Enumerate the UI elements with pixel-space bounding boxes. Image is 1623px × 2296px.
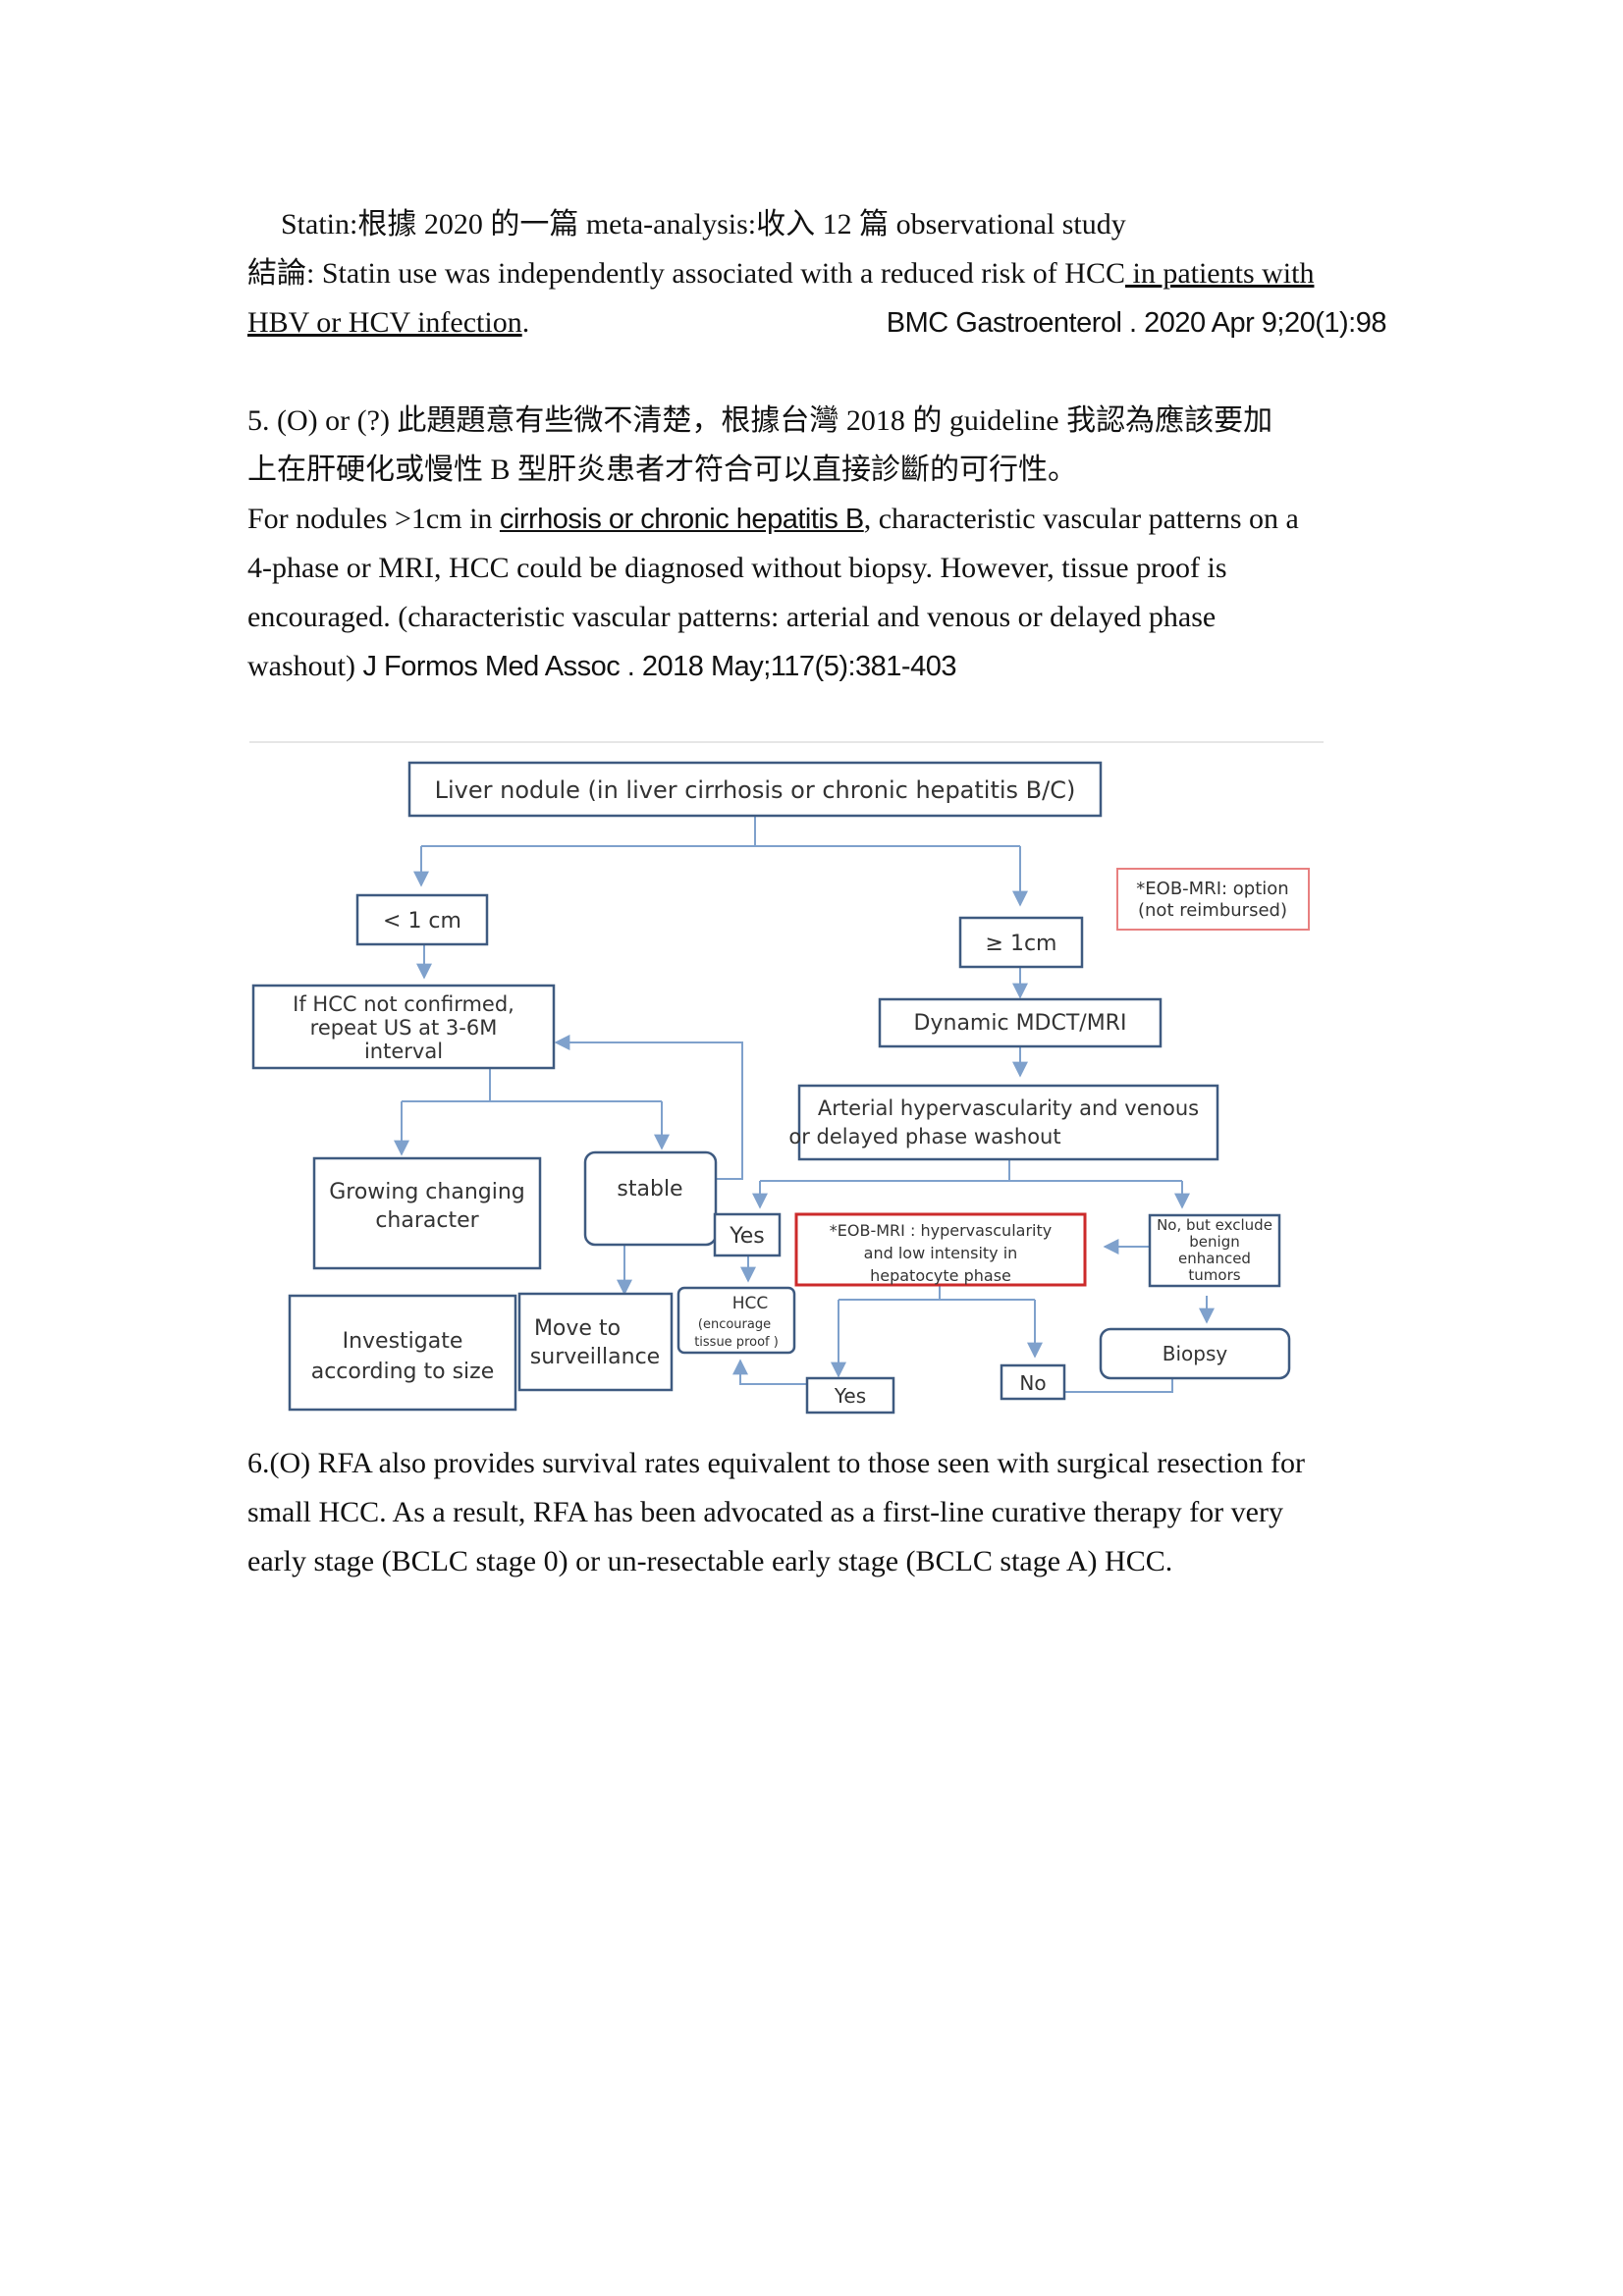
item5-line3: For nodules >1cm in cirrhosis or chronic… [247, 495, 1386, 544]
item6-line1: 6.(O) RFA also provides survival rates e… [247, 1447, 1305, 1479]
label-growing-2: character [375, 1208, 479, 1233]
label-repeat-2: repeat US at 3-6M [310, 1016, 498, 1040]
label-arterial-2: or delayed phase washout [788, 1125, 1060, 1148]
item5-paragraph: 5. (O) or (?) 此題題意有些微不清楚，根據台灣 2018 的 gui… [247, 397, 1386, 691]
box-arterial [797, 1084, 1219, 1161]
arrow-yes-to-hcc-back [732, 1359, 809, 1385]
box-lt1cm [355, 893, 489, 946]
flowchart-svg: Liver nodule (in liver cirrhosis or chro… [249, 741, 1324, 1415]
label-hcc-note-2: tissue proof ) [694, 1335, 779, 1350]
box-eob-red [794, 1212, 1087, 1287]
box-ge1cm [958, 916, 1084, 969]
label-no-exclude-1: No, but exclude [1157, 1216, 1272, 1234]
conclusion-underlined-text: in patients with [1124, 257, 1315, 290]
box-no-bottom [1000, 1363, 1066, 1401]
label-arterial-1: Arterial hypervascularity and venous [818, 1096, 1199, 1120]
flowchart-connectors [394, 816, 1215, 1393]
label-yes-bottom: Yes [834, 1384, 866, 1408]
box-hcc [676, 1286, 796, 1355]
label-move-1: Move to [534, 1316, 621, 1341]
box-top [407, 761, 1103, 818]
statin-conclusion-line: 結論: Statin use was independently associa… [247, 249, 1386, 298]
infection-underlined-text: HBV or HCV infection [247, 306, 522, 339]
statin-intro-line: Statin:根據 2020 的一篇 meta-analysis:收入 12 篇… [281, 208, 1126, 240]
label-hcc-note-1: (encourage [698, 1317, 771, 1332]
bmc-citation: BMC Gastroenterol . 2020 Apr 9;20(1):98 [886, 307, 1387, 339]
statin-paragraph: Statin:根據 2020 的一篇 meta-analysis:收入 12 篇… [247, 200, 1387, 347]
item5-line1: 5. (O) or (?) 此題題意有些微不清楚，根據台灣 2018 的 gui… [247, 404, 1273, 437]
box-growing [312, 1156, 542, 1270]
flowchart-labels: Liver nodule (in liver cirrhosis or chro… [293, 776, 1289, 1408]
box-biopsy [1099, 1327, 1291, 1380]
label-repeat-3: interval [364, 1040, 443, 1063]
label-eob-red-3: hepatocyte phase [870, 1266, 1011, 1285]
cirrhosis-underlined-text: cirrhosis or chronic hepatitis B [499, 504, 864, 535]
flowchart-boxes [251, 761, 1291, 1415]
statin-citation-line: HBV or HCV infection. BMC Gastroenterol .… [247, 298, 1387, 347]
arrow-stable-loop [554, 1035, 743, 1180]
label-stable: stable [617, 1177, 682, 1201]
label-lt1cm: < 1 cm [383, 909, 461, 934]
label-dynamic: Dynamic MDCT/MRI [914, 1011, 1127, 1036]
box-yes-bottom [805, 1376, 895, 1415]
box-yes-top [713, 1212, 782, 1257]
period-text: . [521, 306, 530, 339]
box-investigate [288, 1294, 517, 1412]
label-no-exclude-2: benign [1189, 1233, 1239, 1251]
label-ge1cm: ≥ 1cm [986, 932, 1057, 956]
item6-paragraph: 6.(O) RFA also provides survival rates e… [247, 1439, 1386, 1586]
label-investigate-1: Investigate [343, 1329, 463, 1354]
label-eob-option-2: (not reimbursed) [1138, 900, 1287, 921]
hcc-diagnosis-flowchart: Liver nodule (in liver cirrhosis or chro… [249, 738, 1324, 1425]
washout-text: washout) [247, 650, 363, 682]
item5-line6: washout) J Formos Med Assoc . 2018 May;1… [247, 642, 1386, 691]
vascular-pattern-text: , characteristic vascular patterns on a [863, 503, 1299, 535]
nodules-text: For nodules >1cm in [247, 503, 500, 535]
item6-line2: small HCC. As a result, RFA has been adv… [247, 1496, 1283, 1528]
box-no-exclude [1148, 1213, 1281, 1288]
label-investigate-2: according to size [311, 1360, 495, 1384]
item6-line3: early stage (BCLC stage 0) or un-resecta… [247, 1545, 1173, 1577]
label-yes-top: Yes [729, 1224, 765, 1249]
label-no-bottom: No [1019, 1371, 1046, 1395]
label-eob-option-1: *EOB-MRI: option [1136, 879, 1288, 899]
box-dynamic [878, 997, 1163, 1048]
label-biopsy: Biopsy [1163, 1342, 1228, 1365]
box-stable [583, 1150, 718, 1247]
label-repeat-1: If HCC not confirmed, [293, 992, 514, 1016]
label-no-exclude-3: enhanced [1178, 1250, 1251, 1267]
label-eob-red-2: and low intensity in [864, 1244, 1018, 1262]
box-move [517, 1292, 674, 1392]
label-move-2: surveillance [530, 1345, 660, 1369]
label-eob-red-1: *EOB-MRI : hypervascularity [830, 1221, 1052, 1240]
label-top: Liver nodule (in liver cirrhosis or chro… [435, 776, 1076, 804]
item5-line4: 4-phase or MRI, HCC could be diagnosed w… [247, 552, 1227, 584]
item5-line2: 上在肝硬化或慢性 B 型肝炎患者才符合可以直接診斷的可行性。 [247, 454, 1078, 486]
label-no-exclude-4: tumors [1188, 1266, 1240, 1284]
box-eob-option [1116, 868, 1310, 931]
jfma-citation: J Formos Med Assoc . 2018 May;117(5):381… [362, 651, 956, 682]
box-repeat-us [251, 984, 556, 1070]
conclusion-text: 結論: Statin use was independently associa… [247, 257, 1125, 290]
item5-line5: encouraged. (characteristic vascular pat… [247, 601, 1217, 633]
label-growing-1: Growing changing [329, 1180, 525, 1204]
label-hcc: HCC [732, 1294, 769, 1313]
